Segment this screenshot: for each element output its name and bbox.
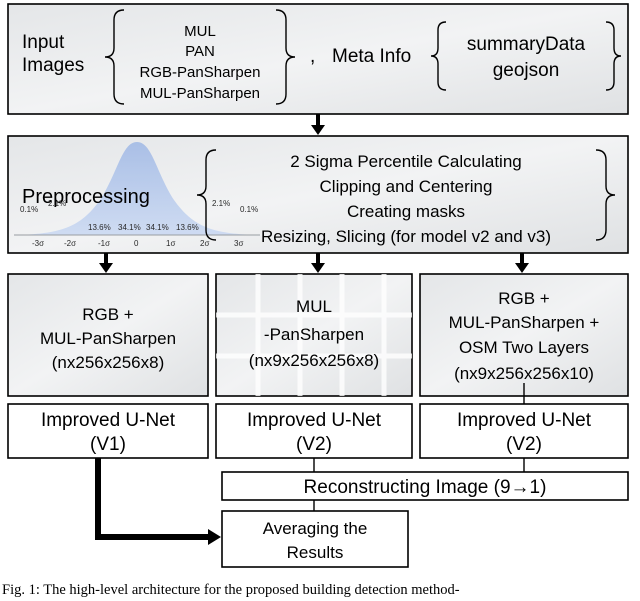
input-variant-1-frame (7, 273, 209, 397)
input-variant-3: RGB + MUL-PanSharpen + OSM Two Layers (n… (419, 273, 629, 397)
bell-sigma-label: 3σ (234, 239, 243, 248)
input-images-label-line2: Images (22, 55, 84, 76)
averaging-line1: Averaging the (263, 519, 368, 538)
preprocessing-left-brace (196, 149, 217, 241)
averaging-line2: Results (287, 543, 344, 562)
model-v1-title: Improved U-Net (41, 410, 176, 431)
model-v2-a-frame (215, 403, 413, 459)
input-variant-1: RGB + MUL-PanSharpen (nx256x256x8) (7, 273, 209, 397)
bell-percent-labels: 0.1% 2.1% 13.6% 34.1% 34.1% 13.6% 2.1% 0.1% (20, 199, 258, 232)
model-v2-a-version: (V2) (296, 434, 332, 455)
arrow-preprocessing-to-input-2 (311, 253, 325, 273)
input-images-label-line1: Input (22, 32, 65, 53)
input-variant-1-line2: MUL-PanSharpen (40, 329, 176, 348)
arrow-model-v1-to-averaging (95, 458, 221, 545)
arrow-preprocessing-to-input-3 (515, 253, 529, 273)
preprocessing-right-brace (595, 149, 616, 241)
reconstruct-label: Reconstructing Image (9→1) (304, 477, 547, 498)
bell-percent-label: 34.1% (118, 223, 141, 232)
input-variant-2: MUL -PanSharpen (nx9x256x256x8) (215, 273, 413, 397)
bell-percent-label: 13.6% (176, 223, 199, 232)
preprocessing-step-masks: Creating masks (347, 202, 465, 221)
model-v2-a-title: Improved U-Net (247, 410, 382, 431)
input-variant-3-line1: RGB + (498, 289, 550, 308)
input-variant-3-line3: OSM Two Layers (459, 338, 589, 357)
input-image-pan: PAN (185, 43, 215, 60)
meta-right-brace (605, 21, 622, 91)
figure-caption: Fig. 1: The high-level architecture for … (2, 582, 460, 598)
bell-sigma-label: -2σ (64, 239, 76, 248)
meta-item-geojson: geojson (493, 60, 560, 81)
model-v2-b: Improved U-Net (V2) (419, 403, 629, 459)
input-image-mul-pansharpen: MUL-PanSharpen (140, 85, 260, 102)
model-v2-b-title: Improved U-Net (457, 410, 592, 431)
meta-info-label: Meta Info (332, 46, 411, 67)
bell-sigma-label: 2σ (200, 239, 209, 248)
model-v1-version: (V1) (90, 434, 126, 455)
input-variant-2-frame (215, 273, 413, 397)
meta-left-brace (430, 21, 447, 91)
input-variant-3-line2: MUL-PanSharpen + (449, 313, 600, 332)
input-variant-3-frame (419, 273, 629, 397)
input-variant-2-grid (216, 274, 412, 396)
averaging-box-frame (221, 510, 409, 568)
model-v1-frame (7, 403, 209, 459)
averaging-box: Averaging the Results (221, 510, 409, 568)
input-images-left-brace (104, 9, 125, 105)
bell-percent-label: 0.1% (240, 205, 258, 214)
meta-item-summarydata: summaryData (467, 34, 586, 55)
bell-sigma-label: -3σ (32, 239, 44, 248)
bell-curve-shape (14, 142, 260, 235)
preprocessing-step-clipping: Clipping and Centering (320, 177, 493, 196)
input-variant-2-line3: (nx9x256x256x8) (249, 351, 379, 370)
preprocessing-step-resizing: Resizing, Slicing (for model v2 and v3) (261, 227, 551, 246)
input-box: Input Images MUL PAN RGB-PanSharpen MUL-… (7, 3, 629, 115)
input-image-mul: MUL (184, 23, 216, 40)
input-variant-2-line2: -PanSharpen (264, 325, 364, 344)
preprocessing-box: 0.1% 2.1% 13.6% 34.1% 34.1% 13.6% 2.1% 0.1% -3σ… (7, 135, 629, 254)
arrow-preprocessing-to-input-1 (99, 253, 113, 273)
bell-sigma-label: 1σ (166, 239, 175, 248)
bell-sigma-labels: -3σ -2σ -1σ 0 1σ 2σ 3σ (32, 239, 243, 248)
input-images-right-brace (275, 9, 296, 105)
input-variant-3-line4: (nx9x256x256x10) (454, 364, 594, 383)
reconstruct-box-frame (221, 471, 629, 501)
model-v2-b-frame (419, 403, 629, 459)
input-box-frame (7, 3, 629, 115)
bell-percent-label: 13.6% (88, 223, 111, 232)
bell-percent-label: 34.1% (146, 223, 169, 232)
bell-percent-label: 0.1% (20, 205, 38, 214)
model-v1: Improved U-Net (V1) (7, 403, 209, 459)
arrow-input-to-preprocessing (311, 114, 325, 135)
model-v2-a: Improved U-Net (V2) (215, 403, 413, 459)
input-variant-1-line3: (nx256x256x8) (52, 353, 164, 372)
input-variant-2-line1: MUL (296, 297, 332, 316)
input-variant-1-line1: RGB + (82, 305, 134, 324)
preprocessing-step-sigma: 2 Sigma Percentile Calculating (290, 152, 522, 171)
bell-sigma-label: -1σ (98, 239, 110, 248)
bell-sigma-label: 0 (134, 239, 139, 248)
preprocessing-label: Preprocessing (22, 186, 150, 208)
input-comma: , (310, 46, 315, 67)
input-image-rgb-pansharpen: RGB-PanSharpen (140, 64, 261, 81)
bell-percent-label: 2.1% (48, 199, 66, 208)
model-v2-b-version: (V2) (506, 434, 542, 455)
reconstruct-box: Reconstructing Image (9→1) (221, 471, 629, 501)
bell-curve-graphic: 0.1% 2.1% 13.6% 34.1% 34.1% 13.6% 2.1% 0.1% -3σ… (14, 142, 260, 248)
bell-percent-label: 2.1% (212, 199, 230, 208)
